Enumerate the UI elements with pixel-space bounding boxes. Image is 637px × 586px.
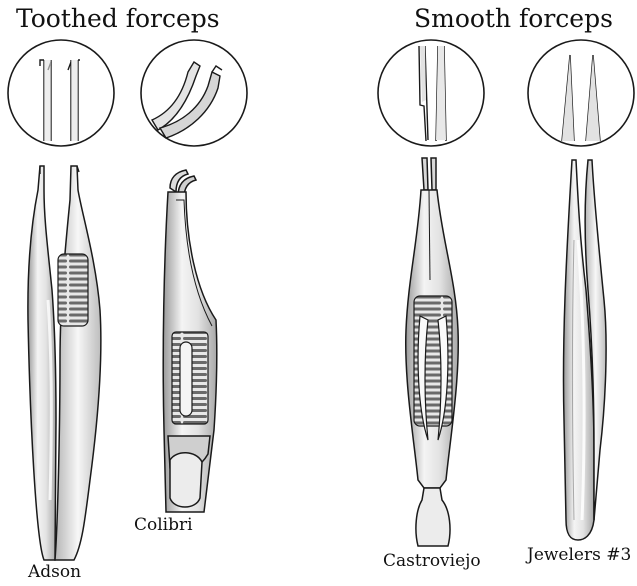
detail-circle-adson <box>8 40 114 146</box>
label-colibri: Colibri <box>134 515 193 535</box>
detail-circle-jewelers <box>528 40 634 146</box>
jewelers-forceps <box>563 160 606 540</box>
adson-forceps <box>28 166 101 560</box>
label-adson: Adson <box>28 562 81 582</box>
detail-circle-colibri <box>141 40 247 146</box>
detail-circle-castroviejo <box>378 40 484 146</box>
label-castroviejo: Castroviejo <box>383 551 481 571</box>
castroviejo-forceps <box>406 158 459 546</box>
colibri-forceps <box>163 170 217 512</box>
label-jewelers: Jewelers #3 <box>527 545 631 565</box>
